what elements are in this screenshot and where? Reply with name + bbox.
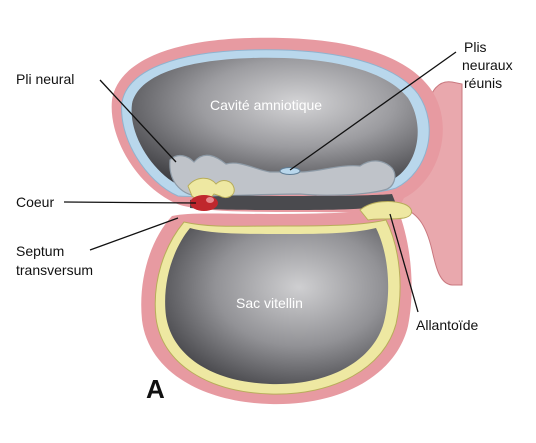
- heart-highlight: [206, 197, 214, 203]
- leader-pli-neural: [99, 79, 177, 163]
- label-septum-2: transversum: [16, 262, 93, 278]
- label-plis-neuraux-1: Plis: [464, 39, 487, 55]
- leader-plis-neuraux: [289, 51, 457, 171]
- label-cavite-amniotique: Cavité amniotique: [210, 97, 322, 113]
- leader-allantoide: [389, 213, 419, 313]
- amniotic-cavity: [131, 57, 418, 188]
- label-septum-1: Septum: [16, 243, 64, 259]
- allantois: [359, 201, 412, 221]
- label-pli-neural: Pli neural: [16, 71, 74, 87]
- fused-neural-folds: [279, 167, 301, 175]
- leader-septum: [89, 217, 179, 251]
- leader-coeur: [63, 201, 197, 204]
- label-plis-neuraux-2: neuraux: [462, 57, 513, 73]
- yolk-sac-cavity: [165, 228, 389, 385]
- figure-letter: A: [146, 374, 165, 404]
- label-sac-vitellin: Sac vitellin: [236, 295, 303, 311]
- label-plis-neuraux-3: réunis: [464, 75, 502, 91]
- label-coeur: Coeur: [16, 194, 54, 210]
- intraembryonic-gap: [190, 194, 396, 210]
- label-allantoide: Allantoïde: [416, 317, 478, 333]
